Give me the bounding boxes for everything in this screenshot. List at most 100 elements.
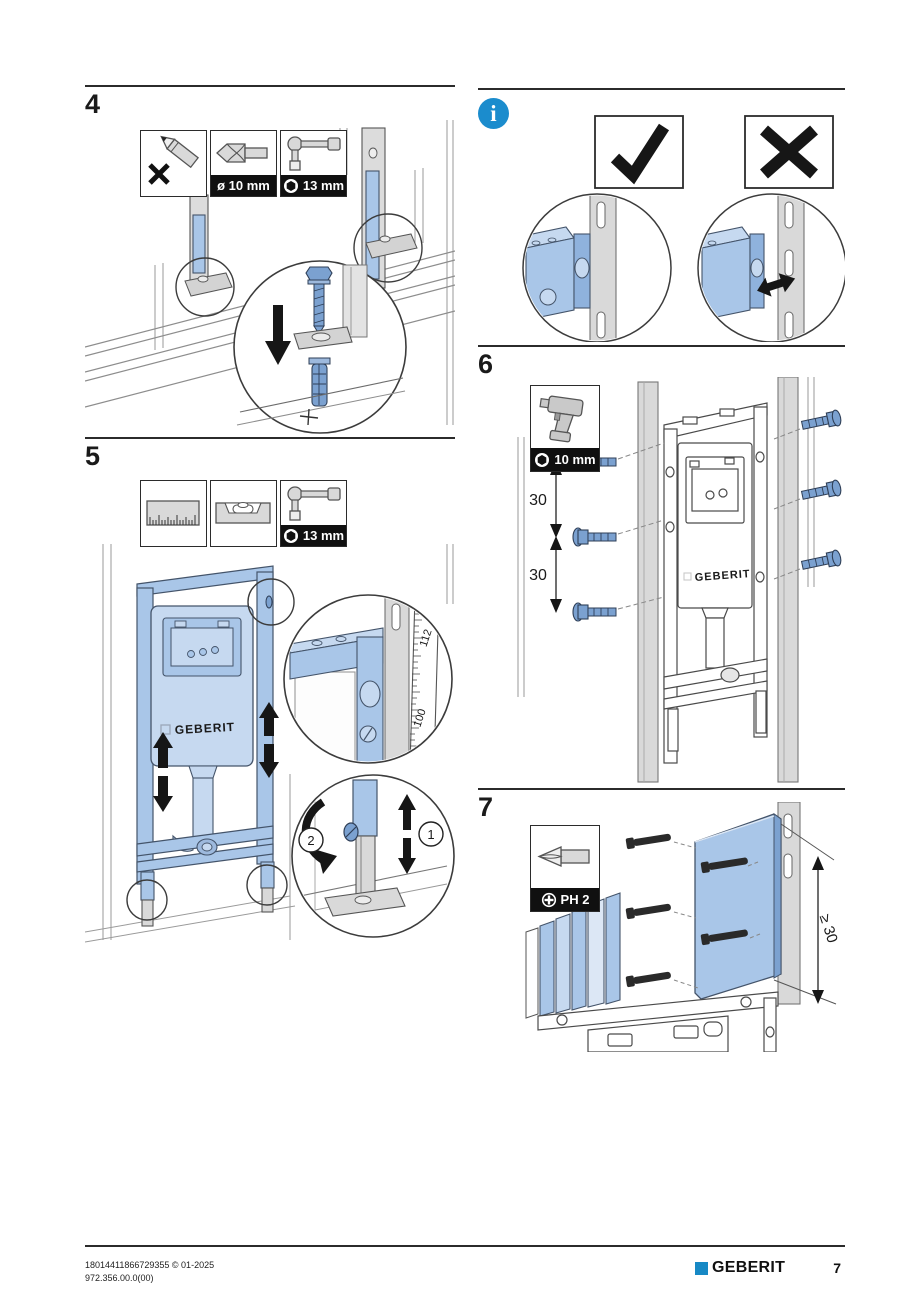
- dimension-30-upper: 30: [529, 492, 547, 509]
- info-icon: i: [478, 98, 509, 129]
- drill-diameter-label: ø 10 mm: [211, 175, 276, 196]
- step5-illustration: GEBERIT: [85, 544, 455, 943]
- drill-mark-icon: [299, 408, 319, 426]
- right-stud: [777, 377, 799, 783]
- screw-icon: [800, 479, 842, 500]
- step7-illustration: ≥ 30: [525, 802, 841, 1052]
- doc-number: 18014411866729355 © 01-2025: [85, 1260, 215, 1270]
- step5-number: 5: [85, 441, 101, 471]
- drill-bit-tool-box: ø 10 mm: [210, 130, 277, 197]
- dimension-30-lower: 30: [529, 567, 547, 584]
- step4-illustration: [85, 120, 455, 434]
- ratchet-icon: [287, 136, 341, 171]
- screw-icon: [625, 903, 671, 920]
- step4-tools: ø 10 mm 13 mm: [140, 130, 347, 197]
- doc-code: 972.356.00.0(00): [85, 1273, 154, 1284]
- cistern-brand-text: GEBERIT: [174, 720, 235, 737]
- socket-size-text: 13 mm: [302, 528, 345, 543]
- sequence-2-badge: 2: [307, 833, 314, 848]
- level-tool-box: [210, 480, 277, 547]
- socket-size-text: 13 mm: [302, 178, 345, 193]
- screw-icon: [305, 266, 333, 335]
- info-illustration: [522, 115, 845, 342]
- right-screws: [773, 409, 842, 580]
- step6-illustration: GEBERIT: [517, 377, 842, 783]
- adjust-arrow-icon: [398, 794, 416, 874]
- installation-frame: [663, 402, 768, 764]
- geberit-logo-text: GEBERIT: [712, 1259, 786, 1276]
- anchor-detail-circle: [233, 260, 407, 434]
- dimension-min-30: ≥ 30: [816, 912, 841, 945]
- drill-driver-icon: [539, 395, 584, 443]
- step4-section: 4: [85, 85, 455, 437]
- phillips-bit-icon: [537, 846, 590, 867]
- screw-icon: [625, 971, 671, 988]
- bit-size-label: PH 2: [531, 888, 599, 911]
- left-stud: [637, 381, 659, 783]
- socket-size-label: 13 mm: [281, 525, 346, 546]
- measuring-tape: [409, 596, 440, 762]
- wall-background: [85, 544, 454, 943]
- socket-size-text: 10 mm: [554, 452, 596, 467]
- bit-size-text: PH 2: [560, 892, 590, 907]
- gap-arrow-icon: [757, 273, 796, 297]
- ratchet-tool-box: 13 mm: [280, 130, 347, 197]
- drill-bit-icon: [216, 143, 268, 163]
- sequence-1-badge: 1: [427, 827, 434, 842]
- spirit-level-icon: [215, 502, 271, 524]
- screw-icon: [625, 833, 671, 850]
- step4-number: 4: [85, 89, 101, 119]
- tape-detail-circle: 112 100: [283, 594, 453, 764]
- step5-section: 5 GEB: [85, 437, 455, 944]
- step5-tools: 13 mm: [140, 480, 347, 547]
- hex-socket-icon: [283, 178, 298, 193]
- check-icon: [610, 123, 670, 185]
- cistern-brand-text: GEBERIT: [694, 568, 751, 584]
- ruler-tool-box: [140, 480, 207, 547]
- ruler-icon: [146, 500, 200, 526]
- down-arrow-icon: [265, 305, 291, 365]
- step7-section: 7: [478, 788, 845, 1052]
- panel-stack: [525, 892, 621, 1019]
- hex-socket-icon: [535, 452, 550, 467]
- frame-top-rail: [537, 991, 779, 1052]
- right-rail: [353, 127, 423, 289]
- marking-tool-box: [140, 130, 207, 197]
- page-number: 7: [833, 1260, 842, 1276]
- phillips-icon: [541, 892, 556, 907]
- wrong-detail-circle: [697, 193, 845, 342]
- geberit-logo-icon: [695, 1261, 708, 1275]
- screw-icon: [700, 929, 748, 946]
- cover-panel: [694, 813, 782, 1000]
- left-rail: [175, 194, 235, 317]
- screw-icon: [572, 602, 617, 622]
- screw-icon: [800, 549, 842, 570]
- step7-number: 7: [478, 792, 494, 822]
- foot-adjust-circle: 1 2: [291, 774, 455, 938]
- socket-size-label: 13 mm: [281, 175, 346, 196]
- footer-brand-block: GEBERIT 7: [695, 1259, 841, 1277]
- hex-socket-icon: [283, 528, 298, 543]
- footer-rule: [85, 1245, 845, 1247]
- correct-detail-circle: [522, 193, 672, 342]
- step6-section: 6: [478, 345, 845, 787]
- height-adjust-arrows: [153, 702, 279, 812]
- screw-icon: [700, 857, 748, 874]
- drill-driver-tool-card: 10 mm: [530, 385, 600, 472]
- footer-doc-info: 18014411866729355 © 01-2025 972.356.00.0…: [85, 1259, 214, 1285]
- cross-icon: [760, 125, 818, 179]
- tape-value-low: 100: [412, 707, 429, 728]
- screw-icon: [800, 409, 842, 430]
- ratchet-icon: [287, 486, 341, 521]
- step6-number: 6: [478, 349, 494, 379]
- screw-icon: [572, 527, 617, 547]
- info-section: i: [478, 88, 845, 345]
- installation-frame: GEBERIT: [126, 565, 295, 927]
- tape-value-high: 112: [418, 628, 435, 648]
- socket-size-label: 10 mm: [531, 448, 599, 471]
- drill-diameter-text: ø 10 mm: [217, 178, 270, 193]
- pencil-icon: [148, 135, 200, 185]
- panel-screws: [625, 833, 761, 989]
- ratchet-tool-box: 13 mm: [280, 480, 347, 547]
